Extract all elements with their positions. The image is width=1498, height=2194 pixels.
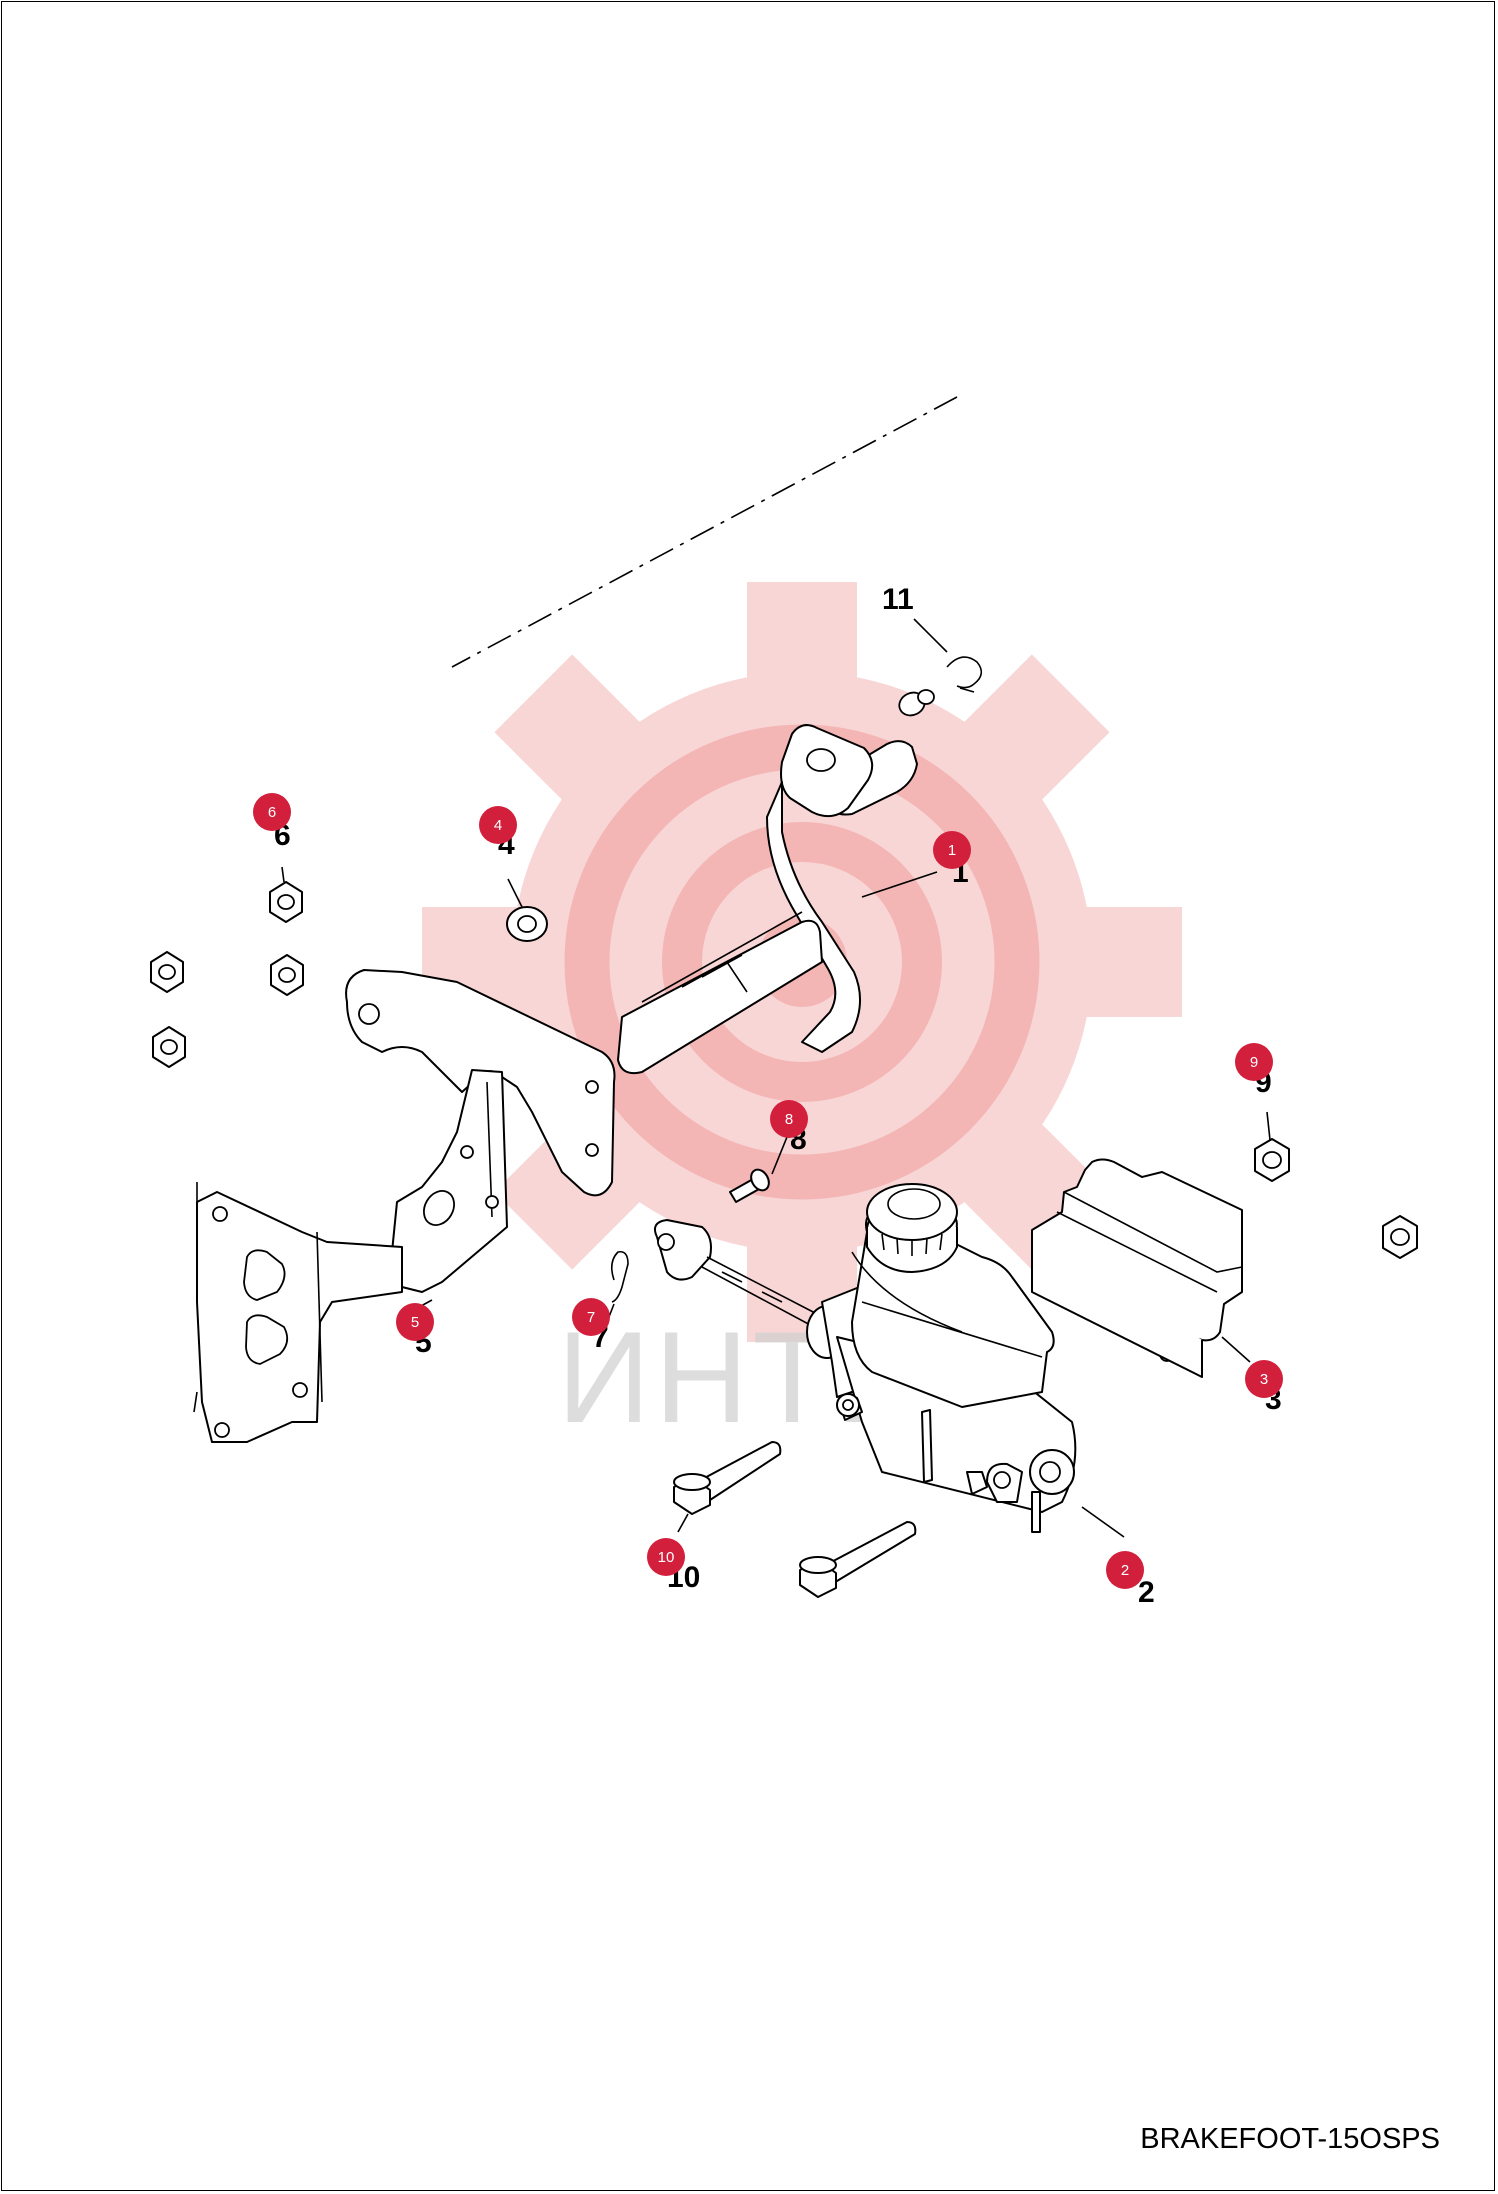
svg-text:1: 1 <box>948 842 956 859</box>
callout-badge-1[interactable]: 1 <box>933 831 971 869</box>
callout-badge-5[interactable]: 5 <box>396 1303 434 1341</box>
svg-text:5: 5 <box>411 1314 419 1331</box>
svg-text:9: 9 <box>1250 1054 1258 1071</box>
pivot-axis-line <box>451 396 958 668</box>
cotter-clip-part <box>610 1250 629 1303</box>
callout-badge-7[interactable]: 7 <box>572 1298 610 1336</box>
flange-nuts-right <box>1254 1138 1418 1259</box>
callout-label-2: 2 <box>1138 1576 1155 1609</box>
callout-badge-2[interactable]: 2 <box>1106 1551 1144 1589</box>
drawing-code: BRAKEFOOT-15OSPS <box>1140 2123 1440 2155</box>
flange-nuts-left <box>150 881 304 1068</box>
callout-badge-3[interactable]: 3 <box>1245 1360 1283 1398</box>
callout-badge-4[interactable]: 4 <box>479 806 517 844</box>
callout-badge-10[interactable]: 10 <box>647 1538 685 1576</box>
heat-shield-part <box>1031 1158 1243 1378</box>
master-cylinder-part <box>654 1183 1077 1533</box>
svg-text:10: 10 <box>658 1549 675 1566</box>
mounting-bracket-part <box>193 969 616 1443</box>
callout-badge-6[interactable]: 6 <box>253 793 291 831</box>
e-clip-part <box>946 656 983 693</box>
svg-text:8: 8 <box>785 1111 793 1128</box>
svg-text:7: 7 <box>587 1309 595 1326</box>
svg-text:2: 2 <box>1121 1562 1129 1579</box>
svg-text:6: 6 <box>268 804 276 821</box>
brake-pedal-part <box>617 689 935 1075</box>
bushing-part <box>506 906 548 942</box>
svg-text:3: 3 <box>1260 1371 1268 1388</box>
svg-text:4: 4 <box>494 817 502 834</box>
bolts-part <box>673 1441 917 1598</box>
callout-badge-8[interactable]: 8 <box>770 1100 808 1138</box>
callout-badge-9[interactable]: 9 <box>1235 1043 1273 1081</box>
callout-badges: 1 2 3 4 5 6 7 8 9 10 <box>253 793 1283 1589</box>
clevis-pin-part <box>729 1168 770 1203</box>
callout-label-11: 11 <box>882 583 914 616</box>
